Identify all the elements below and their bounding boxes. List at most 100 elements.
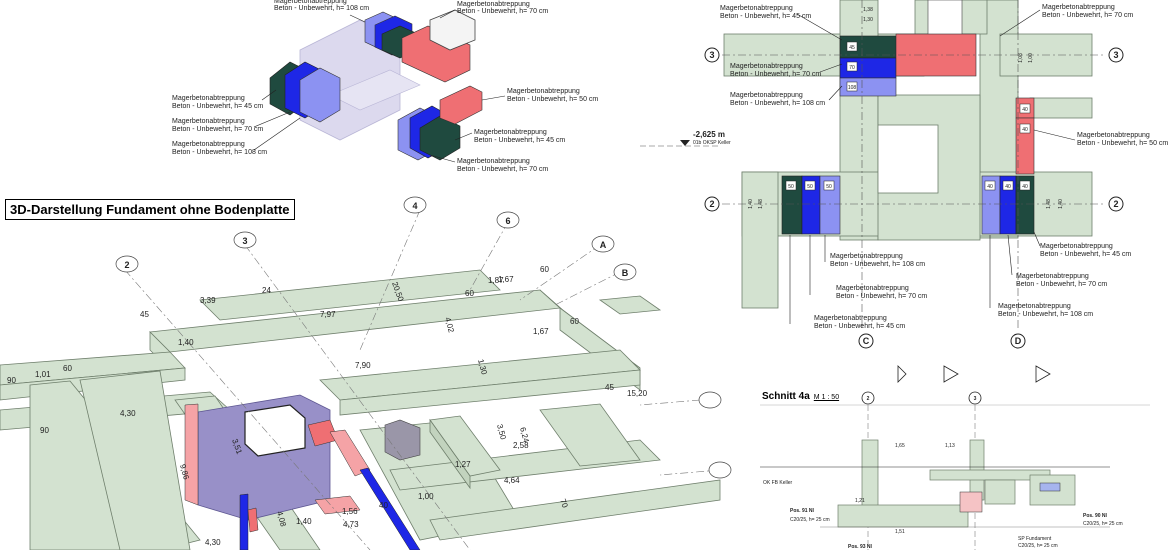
plan-callout-45b-title: Magerbetonabtreppung (814, 315, 887, 322)
iso-dim-140-b: 1,40 (296, 517, 312, 526)
plan-callout-top-70-title: Magerbetonabtreppung (1042, 4, 1115, 11)
plan-callout-70b: Beton - Unbewehrt, h= 70 cm (836, 293, 927, 300)
iso-dim-167-b: 1,67 (533, 327, 549, 336)
section-grid-bubble-3 (968, 391, 982, 405)
iso-dim-430-b: 4,30 (205, 538, 221, 547)
iso-dark-block (384, 419, 421, 461)
plan-callout-70-title: Magerbetonabtreppung (730, 63, 803, 70)
plan-callout-45-title: Magerbetonabtreppung (720, 5, 793, 12)
iso-step-70-left (239, 493, 249, 550)
callout-left-108-title: Magerbetonabtreppung (172, 141, 245, 148)
iso-label-6: 6 (505, 216, 510, 226)
plan-grid-bubbles: 3 3 2 2 C D (704, 47, 1124, 349)
isometric-title: 3D-Darstellung Fundament ohne Bodenplatt… (5, 199, 295, 220)
callout-top-70: Beton - Unbewehrt, h= 70 cm (457, 8, 548, 15)
iso-dim-430: 4,30 (120, 409, 136, 418)
section-dim-113: 1,13 (945, 443, 955, 449)
iso-pier-face (429, 418, 471, 490)
plan-dim-100: 1,00 (1028, 53, 1034, 63)
section-dim-151: 1,51 (895, 529, 905, 535)
section-pos90-spec: C20/25, h= 25 cm (1083, 521, 1123, 527)
section-title-text: Schnitt 4a (762, 391, 810, 402)
callout-right-50-title: Magerbetonabtreppung (507, 88, 580, 95)
iso-dim-187: 1,87 (488, 276, 504, 285)
grid-label-2-left: 2 (709, 199, 714, 209)
iso-dim-473: 4,73 (343, 520, 359, 529)
iso-dimensions: 3,39 24 45 7,97 7,90 1,40 1,01 60 90 4,3… (7, 265, 648, 547)
plan-stub-right (1029, 97, 1093, 119)
section-okfb: OK FB Keller (763, 480, 793, 486)
level-value: -2,625 m (693, 130, 725, 139)
section-level-markers (897, 365, 1051, 383)
step-108-left (299, 67, 341, 123)
iso-dim-45: 45 (140, 310, 149, 319)
section-step-50 (959, 491, 983, 513)
callout-top-108-title: Magerbetonabtreppung (274, 0, 347, 5)
plan-callout-108c-title: Magerbetonabtreppung (998, 303, 1071, 310)
iso-dim-127: 1,27 (455, 460, 471, 469)
section-pos90: Pos. 90 NI (1083, 513, 1108, 519)
iso-dim-130: 1,30 (476, 358, 489, 376)
plan-dim-108: 1,08 (1018, 53, 1024, 63)
iso-dim-797: 7,97 (320, 310, 336, 319)
iso-step-50-left (184, 403, 199, 506)
callout-top-70-title: Magerbetonabtreppung (457, 1, 530, 8)
grid-bubble-c (858, 333, 874, 349)
plan-tag-40-c: 40 (987, 184, 993, 190)
plan-tags: 45 70 108 40 40 50 50 50 40 40 40 1,38 1… (748, 7, 1064, 209)
callout-top-108: Beton - Unbewehrt, h= 108 cm (274, 5, 369, 12)
callout-right-70-title: Magerbetonabtreppung (457, 158, 530, 165)
step-50-right (439, 85, 483, 125)
plan-callouts: Magerbetonabtreppung Beton - Unbewehrt, … (720, 4, 1168, 330)
grid-bubble-3-left (704, 47, 720, 63)
iso-dim-101: 1,01 (35, 370, 51, 379)
callout-right-50: Beton - Unbewehrt, h= 50 cm (507, 96, 598, 103)
iso-dim-70: 70 (558, 498, 570, 510)
iso-dim-90: 90 (7, 376, 16, 385)
iso-dim-100: 1,00 (418, 492, 434, 501)
section-dim-121: 1,21 (855, 498, 865, 504)
iso-dim-408: 4,08 (275, 510, 288, 528)
iso-label-a: A (600, 240, 607, 250)
grid-label-3-right: 3 (1113, 50, 1118, 60)
iso-dim-90-b: 90 (40, 426, 49, 435)
plan-callout-top-70: Beton - Unbewehrt, h= 70 cm (1042, 12, 1133, 19)
iso-strip-upper (199, 269, 501, 321)
iso-dim-1520: 15,20 (627, 389, 648, 398)
callout-left-70: Beton - Unbewehrt, h= 70 cm (172, 126, 263, 133)
section-footing-left (837, 504, 969, 528)
section-sp: SP Fundament (1018, 536, 1052, 542)
plan-tag-40-d: 40 (1005, 184, 1011, 190)
plan-step-45-right (1015, 175, 1035, 235)
iso-dim-60-d: 60 (540, 265, 549, 274)
plan-view: 3 3 2 2 C D 45 70 108 40 40 50 (640, 0, 1168, 349)
plan-tag-70-top: 70 (849, 65, 855, 71)
grid-bubble-3-right (1108, 47, 1124, 63)
callout-right-70: Beton - Unbewehrt, h= 70 cm (457, 166, 548, 173)
section-dim-165: 1,65 (895, 443, 905, 449)
callout-left-70-title: Magerbetonabtreppung (172, 118, 245, 125)
ghost-slab (329, 69, 421, 111)
iso-label-2: 2 (124, 260, 129, 270)
iso-label-3: 3 (242, 236, 247, 246)
iso-dim-167: 1,67 (498, 275, 514, 284)
iso-dim-24: 24 (262, 286, 271, 295)
plan-column-top (927, 0, 963, 37)
plan-callout-50-title: Magerbetonabtreppung (1077, 132, 1150, 139)
iso-dim-986: 9,86 (178, 463, 191, 481)
plan-callout-50: Beton - Unbewehrt, h= 50 cm (1077, 140, 1168, 147)
iso-dim-60-c: 60 (570, 317, 579, 326)
section-sp-spec: C20/25, h= 25 cm (1018, 543, 1058, 549)
iso-dim-258: 2,58 (513, 441, 529, 450)
plan-callout-45c: Beton - Unbewehrt, h= 45 cm (1040, 251, 1131, 258)
iso-bubble-3 (233, 231, 257, 249)
iso-step-50-bottom (314, 495, 361, 515)
callout-left-45-title: Magerbetonabtreppung (172, 95, 245, 102)
section-pos91-spec: C20/25, h= 25 cm (790, 517, 830, 523)
section-view: 2 3 Pos. 91 NI C20/25, h= 25 cm Pos. 90 … (760, 365, 1150, 550)
iso-dim-40: 40 (379, 501, 388, 510)
plan-callout-108b: Beton - Unbewehrt, h= 108 cm (830, 261, 925, 268)
iso-bubble-right-2 (708, 461, 732, 479)
iso-bubble-a (591, 235, 615, 253)
plan-callout-45c-title: Magerbetonabtreppung (1040, 243, 1113, 250)
